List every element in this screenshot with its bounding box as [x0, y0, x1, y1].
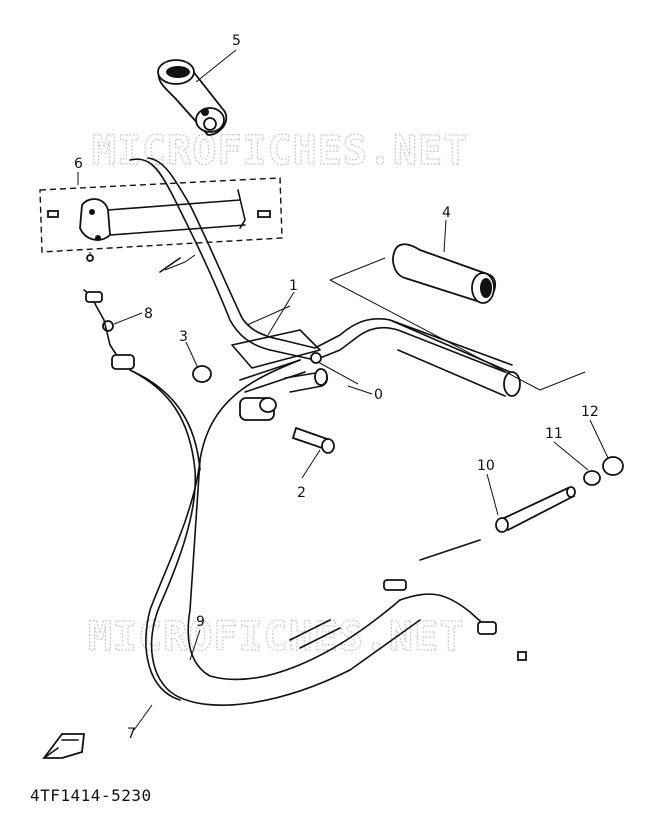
callout-9: 9 [196, 614, 205, 630]
handlebar [129, 157, 521, 421]
bolt [291, 426, 335, 454]
cables [129, 359, 527, 706]
callout-12: 12 [581, 404, 599, 420]
cable-fittings [83, 289, 212, 383]
callout-labels: 1 2 3 4 5 6 7 8 9 10 11 12 0 [74, 33, 599, 742]
throttle-pipe [495, 486, 576, 533]
callout-6: 6 [74, 156, 83, 172]
left-grip [157, 59, 228, 136]
callout-11: 11 [545, 426, 563, 442]
callout-3: 3 [179, 329, 188, 345]
callout-0: 0 [374, 387, 383, 403]
callout-10: 10 [477, 458, 495, 474]
cap-11 [583, 470, 601, 486]
diagram-part-code: 4TF1414-5230 [30, 786, 152, 805]
callout-8: 8 [144, 306, 153, 322]
callout-4: 4 [442, 205, 451, 221]
callout-7: 7 [127, 726, 136, 742]
switch-assembly [39, 177, 283, 262]
right-grip [329, 243, 586, 391]
leader-lines [77, 49, 609, 731]
callout-2: 2 [297, 485, 306, 501]
front-arrow-icon [42, 733, 86, 759]
callout-5: 5 [232, 33, 241, 49]
watermark-top: MICROFICHES.NET [92, 128, 468, 174]
callout-1: 1 [289, 278, 298, 294]
watermark-bottom: MICROFICHES.NET [88, 614, 464, 660]
cap-12 [602, 456, 624, 476]
